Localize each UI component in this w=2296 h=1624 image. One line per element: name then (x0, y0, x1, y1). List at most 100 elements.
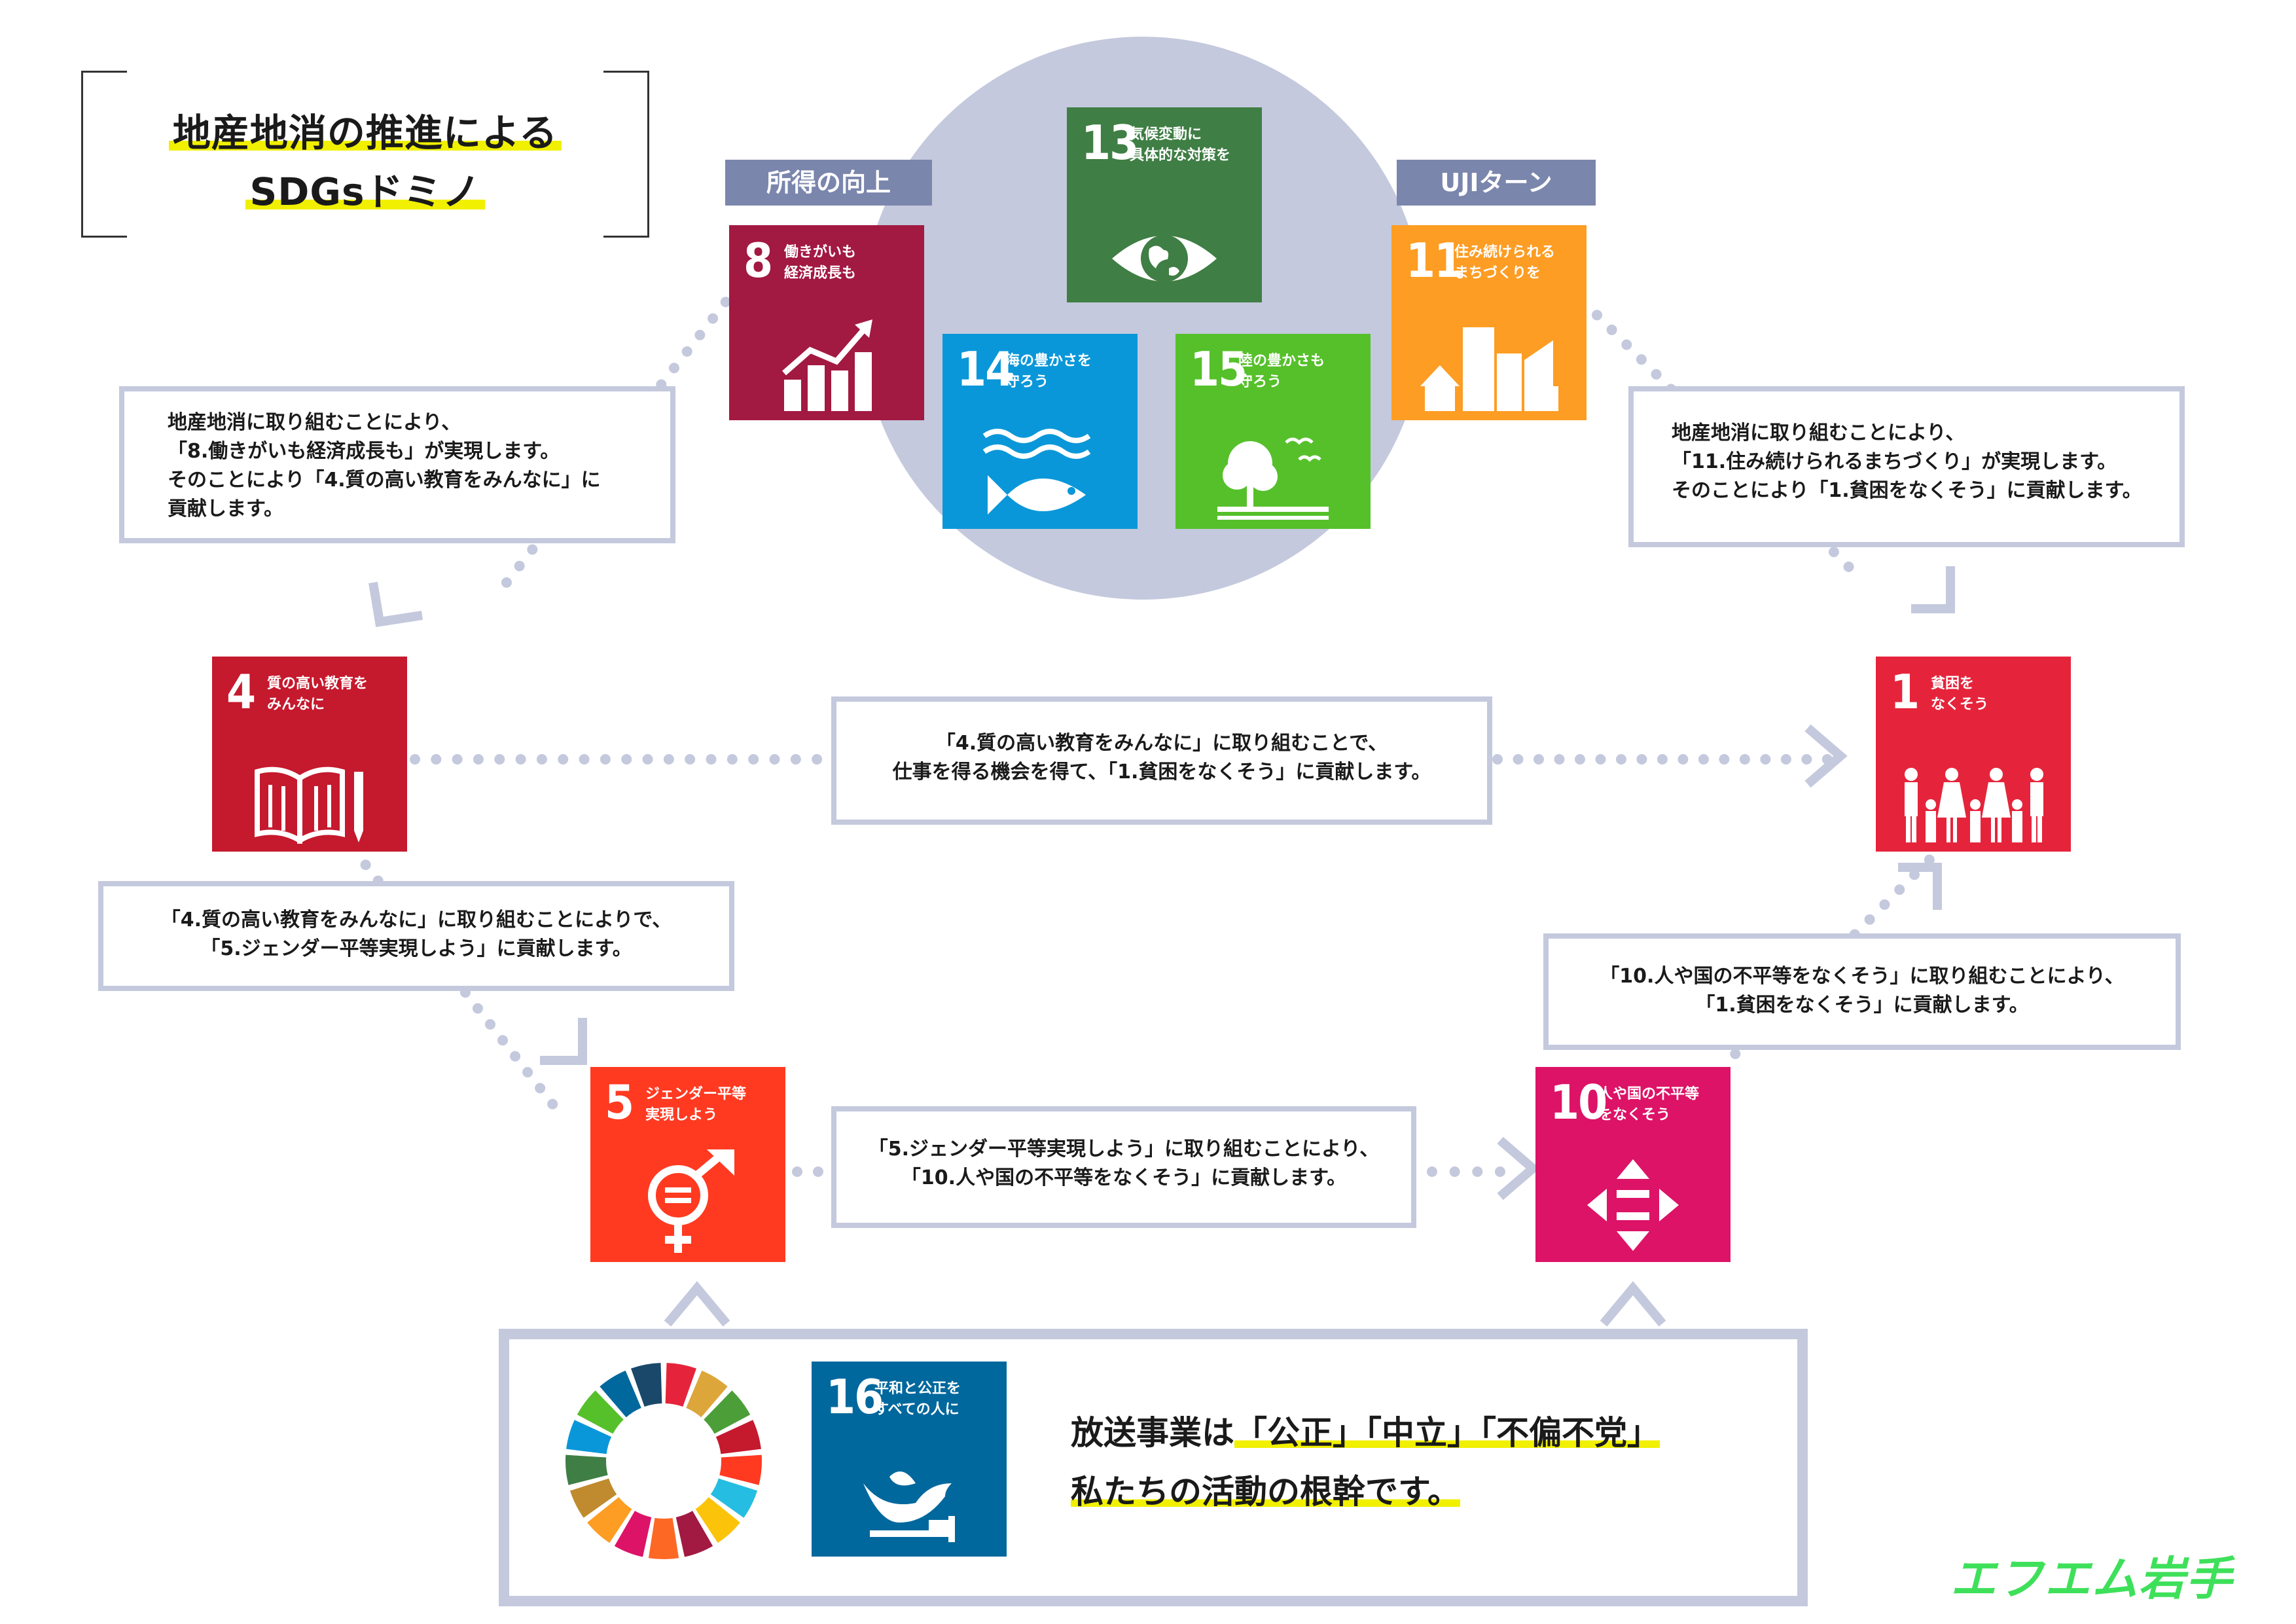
book-pencil-icon (212, 759, 407, 844)
sdgs-wheel-segment (710, 1478, 757, 1518)
goal-8-name: 働きがいも 経済成長も (784, 244, 857, 281)
box-11-to-1-line: 「11.住み続けられるまちづくり」が実現します。 (1672, 450, 2117, 473)
goal-15-tile: 15 陸の豊かさも 守ろう (1175, 334, 1371, 529)
goal-14-name: 海の豊かさを 守ろう (1005, 353, 1092, 390)
box-4-to-5-line: 「5.ジェンダー平等実現しよう」に貢献します。 (200, 937, 632, 960)
arrow-head-to-5 (540, 1018, 587, 1065)
title-frame: 地産地消の推進による SDGsドミノ (81, 71, 649, 238)
sdgs-wheel-segment (577, 1390, 624, 1434)
box-11-to-1-line: 地産地消に取り組むことにより、 (1672, 422, 1965, 444)
goal-16-number: 16 (826, 1369, 884, 1424)
reduced-inequality-icon (1535, 1156, 1731, 1254)
arrow-head-10-to-1 (1898, 863, 1942, 910)
goal-13-number: 13 (1081, 115, 1139, 170)
sdgs-wheel-segment (686, 1370, 728, 1418)
arrow-head-4-to-1 (1804, 724, 1848, 788)
goal-11-tile: 11 住み続けられる まちづくりを (1391, 225, 1587, 420)
arrow-5-to-10-right (1427, 1166, 1505, 1177)
sdgs-wheel-segment (695, 1497, 740, 1543)
sdgs-wheel-icon (565, 1363, 762, 1559)
goal-15-number: 15 (1190, 342, 1247, 397)
statement-line-2: 私たちの活動の根幹です。 (1071, 1473, 1460, 1511)
box-8-to-4: 地産地消に取り組むことにより、 「8.働きがいも経済成長も」が実現します。 その… (119, 386, 675, 543)
fish-waves-icon (942, 423, 1138, 521)
goal-14-number: 14 (957, 342, 1014, 397)
tag-income: 所得の向上 (725, 160, 932, 206)
goal-4-name: 質の高い教育を みんなに (267, 676, 368, 713)
arrow-head-to-4 (368, 581, 423, 627)
goal-11-number: 11 (1406, 233, 1463, 288)
title-line-2: SDGsドミノ (245, 170, 485, 214)
goal-16-tile: 16 平和と公正を すべての人に (812, 1362, 1007, 1557)
box-11-to-1: 地産地消に取り組むことにより、 「11.住み続けられるまちづくり」が実現します。… (1628, 386, 2185, 547)
sdgs-wheel-segment (614, 1511, 652, 1557)
sdgs-wheel-segment (631, 1363, 662, 1407)
box-10-to-1-line: 「1.貧困をなくそう」に貢献します。 (1695, 994, 2029, 1017)
broadcast-statement: 放送事業は「公正」「中立」「不偏不党」 私たちの活動の根幹です。 (1071, 1403, 1660, 1521)
title-bracket-left (81, 71, 127, 238)
arrow-head-to-1-top (1911, 566, 1955, 613)
goal-1-number: 1 (1890, 664, 1920, 719)
goal-16-name: 平和と公正を すべての人に (874, 1380, 961, 1418)
box-5-to-10-line: 「10.人や国の不平等をなくそう」に貢献します。 (901, 1166, 1347, 1189)
goal-8-number: 8 (744, 233, 773, 288)
growth-chart-icon (729, 314, 924, 412)
sdgs-wheel-segment (600, 1370, 641, 1418)
arrow-head-up-to-10 (1600, 1281, 1666, 1327)
goal-5-number: 5 (605, 1075, 634, 1130)
city-buildings-icon (1391, 314, 1587, 412)
sdgs-wheel-segment (570, 1478, 617, 1518)
goal-1-tile: 1 貧困を なくそう (1876, 657, 2071, 852)
title-line-1: 地産地消の推進による (168, 111, 562, 155)
box-10-to-1: 「10.人や国の不平等をなくそう」に取り組むことにより、 「1.貧困をなくそう」… (1543, 933, 2181, 1050)
sdgs-wheel-segment (665, 1363, 696, 1407)
goal-5-tile: 5 ジェンダー平等 実現しよう (590, 1067, 785, 1262)
eye-globe-icon (1067, 223, 1262, 295)
goal-4-number: 4 (226, 664, 256, 719)
box-4-to-5: 「4.質の高い教育をみんなに」に取り組むことによりで、 「5.ジェンダー平等実現… (98, 881, 734, 991)
sdgs-wheel-segment (704, 1390, 751, 1434)
sdgs-wheel-segment (675, 1511, 713, 1557)
goal-10-tile: 10 人や国の不平等 をなくそう (1535, 1067, 1731, 1262)
goal-13-name: 気候変動に 具体的な対策を (1130, 126, 1231, 164)
goal-13-tile: 13 気候変動に 具体的な対策を (1067, 107, 1262, 302)
goal-5-name: ジェンダー平等 実現しよう (645, 1086, 747, 1123)
goal-10-number: 10 (1550, 1075, 1607, 1130)
tree-birds-icon (1175, 423, 1371, 521)
box-4-to-1-line: 仕事を得る機会を得て、「1.貧困をなくそう」に貢献します。 (892, 761, 1431, 784)
box-4-to-1: 「4.質の高い教育をみんなに」に取り組むことで、 仕事を得る機会を得て、「1.貧… (831, 696, 1492, 825)
page-title: 地産地消の推進による SDGsドミノ (81, 103, 649, 221)
arrow-head-up-to-5 (664, 1281, 730, 1327)
dove-gavel-icon (812, 1457, 1007, 1549)
family-people-icon (1876, 765, 2071, 844)
goal-11-name: 住み続けられる まちづくりを (1454, 244, 1556, 281)
brand-logo: エフエム岩手 (1950, 1552, 2233, 1606)
gender-equality-icon (590, 1149, 785, 1254)
box-8-to-4-line: 「8.働きがいも経済成長も」が実現します。 (168, 440, 560, 463)
sdgs-wheel-segment (648, 1517, 679, 1559)
box-8-to-4-line: 貢献します。 (168, 497, 283, 520)
sdgs-wheel-segment (587, 1497, 632, 1543)
statement-line-1-highlight: 「公正」「中立」「不偏不党」 (1234, 1414, 1660, 1452)
statement-line-1-prefix: 放送事業は (1071, 1414, 1234, 1452)
box-10-to-1-line: 「10.人や国の不平等をなくそう」に取り組むことにより、 (1600, 965, 2125, 988)
goal-8-tile: 8 働きがいも 経済成長も (729, 225, 924, 420)
tag-uji-turn: UJIターン (1397, 160, 1596, 206)
arrow-4-to-1-right (1492, 754, 1833, 765)
title-bracket-right (603, 71, 649, 238)
goal-15-name: 陸の豊かさも 守ろう (1238, 353, 1325, 390)
goal-4-tile: 4 質の高い教育を みんなに (212, 657, 407, 852)
box-8-to-4-line: 地産地消に取り組むことにより、 (168, 411, 461, 434)
goal-10-name: 人や国の不平等 をなくそう (1598, 1086, 1700, 1123)
sdgs-wheel-segment (565, 1454, 608, 1485)
sdgs-wheel-segment (566, 1420, 612, 1454)
goal-14-tile: 14 海の豊かさを 守ろう (942, 334, 1138, 529)
box-5-to-10: 「5.ジェンダー平等実現しよう」に取り組むことにより、 「10.人や国の不平等を… (831, 1106, 1416, 1228)
sdgs-wheel-segment (719, 1454, 762, 1485)
goal-1-name: 貧困を なくそう (1931, 676, 1989, 713)
box-8-to-4-line: そのことにより「4.質の高い教育をみんなに」に (168, 469, 601, 492)
box-5-to-10-line: 「5.ジェンダー平等実現しよう」に取り組むことにより、 (868, 1138, 1380, 1161)
arrow-head-to-10 (1497, 1136, 1540, 1200)
box-4-to-5-line: 「4.質の高い教育をみんなに」に取り組むことによりで、 (160, 909, 672, 931)
sdgs-wheel-segment (715, 1420, 761, 1454)
